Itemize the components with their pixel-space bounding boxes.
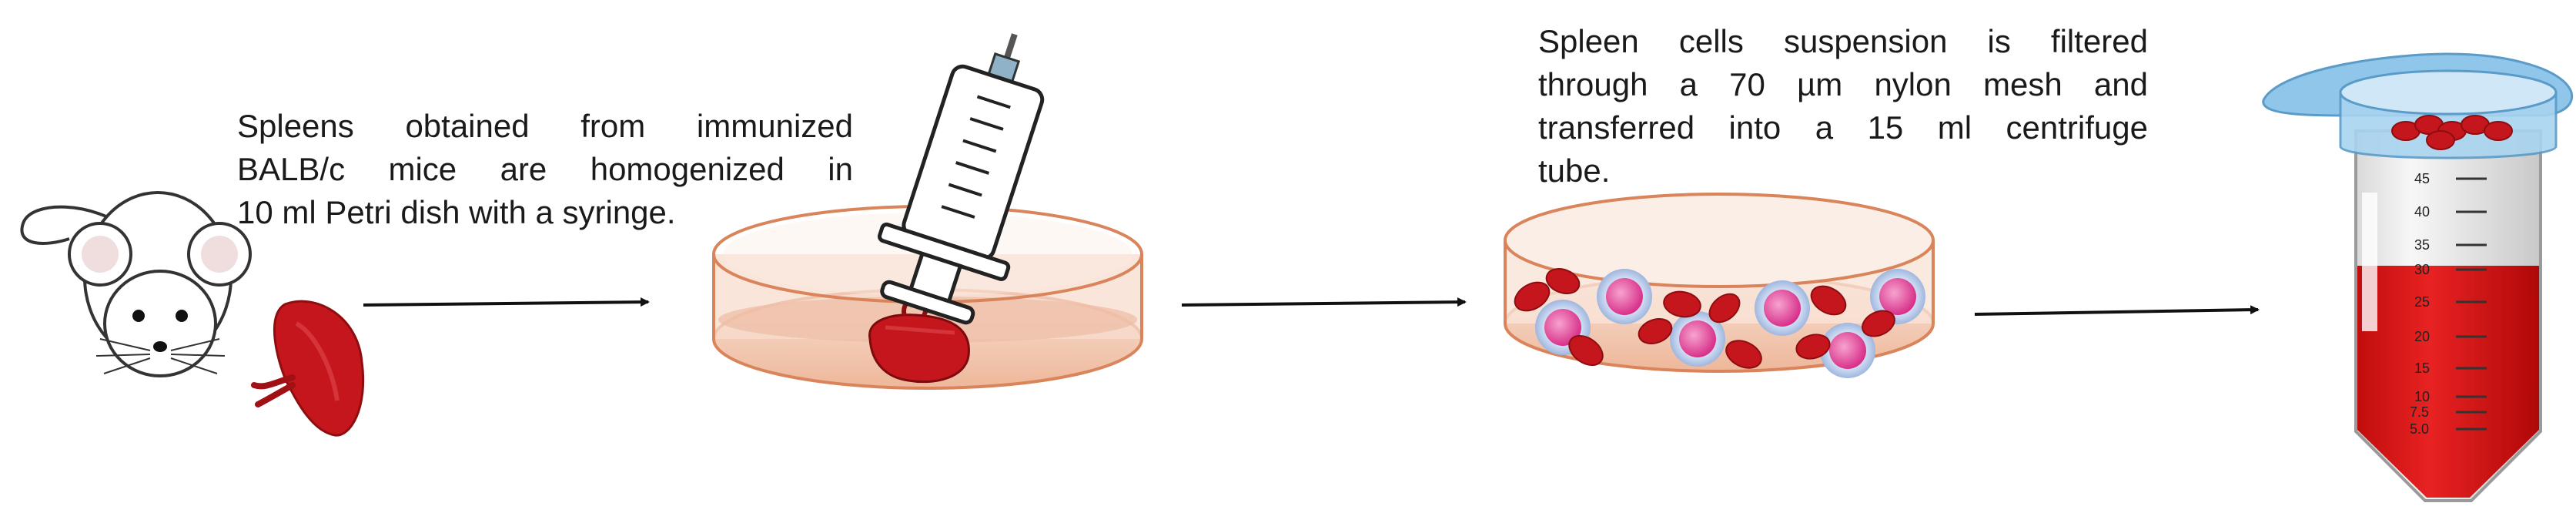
mouse-eye-left (132, 310, 145, 322)
tube-liquid (2357, 266, 2539, 498)
mouse-whiskers (95, 338, 226, 374)
mouse-nose (153, 341, 167, 352)
mouse-tail (20, 205, 132, 245)
petri-dish-cell-suspension (1504, 193, 1935, 378)
caption-line: Spleens obtained from immunized (237, 108, 853, 144)
tube-scale-label: 7.5 (2410, 404, 2429, 420)
caption-line: tube. (1538, 153, 1611, 189)
mouse-eye-right (176, 310, 188, 322)
tube-scale-labels: 45 40 35 30 25 20 15 10 7.5 5.0 (2410, 171, 2430, 437)
mouse-illustration (20, 191, 252, 377)
caption-line: transferred into a 15 ml centrifuge (1538, 109, 2148, 146)
filtered-cells (2391, 115, 2513, 150)
arrow-step-1-to-2 (363, 297, 650, 307)
arrow-step-3-to-4 (1974, 305, 2260, 316)
tube-scale-label: 10 (2414, 389, 2430, 404)
caption-line: 10 ml Petri dish with a syringe. (237, 194, 676, 230)
tube-scale-label: 40 (2414, 204, 2430, 220)
arrow-step-2-to-3 (1181, 297, 1467, 307)
mouse-head (103, 270, 217, 377)
syringe-graduations (941, 95, 1011, 219)
tube-scale-label: 20 (2414, 329, 2430, 344)
tube-scale-label: 45 (2414, 171, 2430, 186)
step-1-caption: Spleens obtained from immunized BALB/c m… (237, 105, 853, 234)
tube-scale-label: 30 (2414, 262, 2430, 277)
tube-graduations (2456, 177, 2487, 431)
tube-scale-label: 25 (2414, 294, 2430, 310)
spleen-organ (251, 300, 365, 437)
caption-line: BALB/c mice are homogenized in (237, 151, 853, 187)
tube-scale-label: 5.0 (2410, 421, 2429, 437)
centrifuge-tube: 45 40 35 30 25 20 15 10 7.5 5.0 (2262, 52, 2574, 502)
caption-line: through a 70 µm nylon mesh and (1538, 66, 2148, 102)
red-blood-cells (1514, 268, 1895, 369)
tube-scale-label: 15 (2414, 360, 2430, 376)
nylon-mesh-filter (2262, 52, 2574, 159)
caption-line: Spleen cells suspension is filtered (1538, 23, 2148, 59)
tube-scale-label: 35 (2414, 237, 2430, 253)
step-2-caption: Spleen cells suspension is filtered thro… (1538, 20, 2148, 193)
syringe (877, 33, 1045, 325)
